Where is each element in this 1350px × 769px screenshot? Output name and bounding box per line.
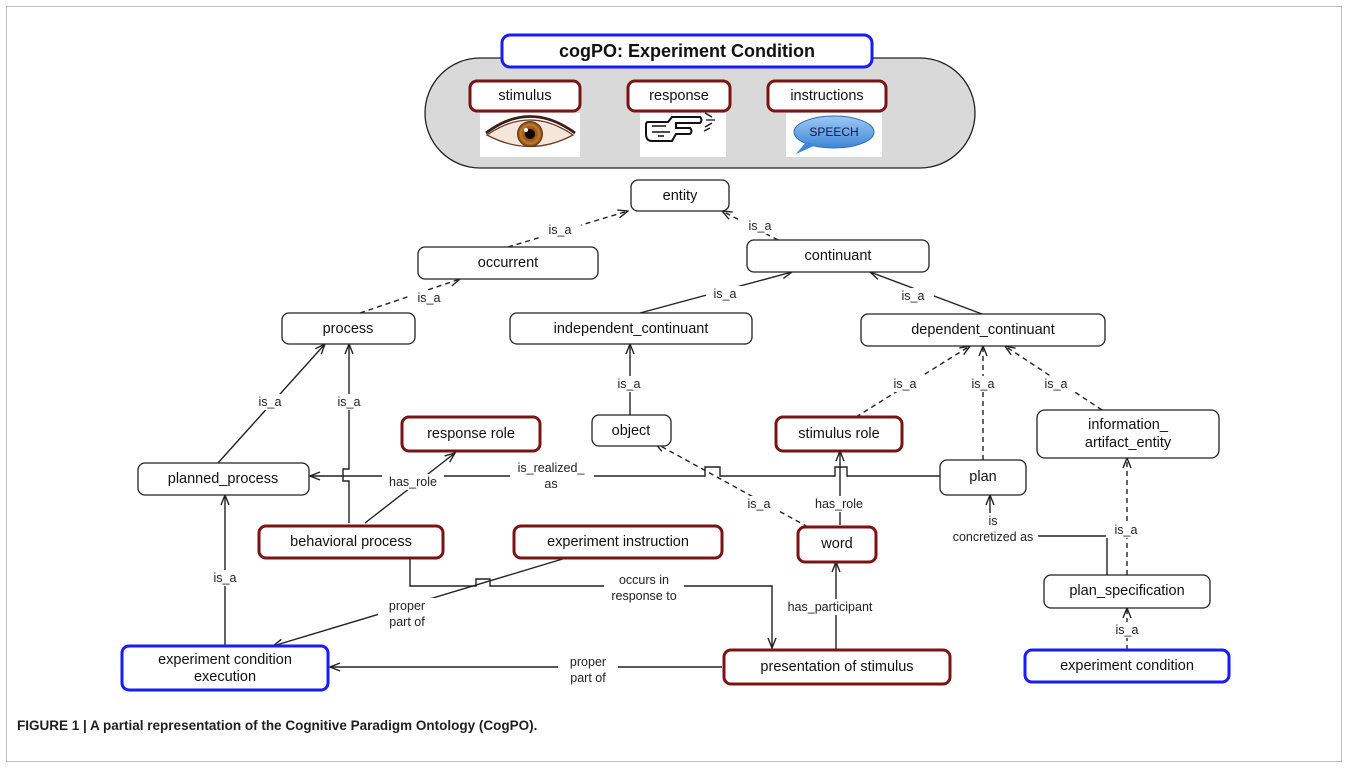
node-independent-continuant: independent_continuant: [509, 312, 753, 345]
node-label: word: [820, 536, 852, 552]
edge-label-is-concretized-as: is: [988, 514, 997, 528]
node-label: response role: [427, 426, 515, 442]
node-label: planned_process: [168, 471, 278, 487]
node-presentation-of-stimulus: presentation of stimulus: [722, 648, 952, 686]
node-label: object: [612, 423, 651, 439]
node-label: experiment instruction: [547, 534, 689, 550]
edge-label-is-a: is_a: [418, 291, 441, 305]
node-label: presentation of stimulus: [760, 659, 913, 675]
speech-bubble-icon: SPEECH: [786, 113, 882, 157]
node-label: entity: [663, 188, 698, 204]
node-plan: plan: [939, 459, 1027, 496]
edge-behavioral-process: [342, 344, 349, 523]
title-box: cogPO: Experiment Condition: [500, 33, 874, 69]
edge-label-proper-part-of: proper: [570, 655, 606, 669]
node-dependent-continuant: dependent_continuant: [860, 313, 1106, 347]
header-item-instructions: instructions SPEECH: [766, 79, 888, 157]
node-experiment-condition-execution: experiment condition execution: [120, 644, 330, 692]
edge-label-is-realized-as: is_realized_: [518, 461, 586, 475]
header-item-label: stimulus: [498, 88, 551, 104]
node-label: artifact_entity: [1085, 435, 1172, 451]
edge-label-is-a: is_a: [1045, 377, 1068, 391]
edge-label-is-a: is_a: [549, 223, 572, 237]
node-label: plan: [969, 469, 996, 485]
node-label: plan_specification: [1069, 583, 1184, 599]
pointing-hand-icon: [640, 112, 726, 157]
header-item-response: response: [626, 79, 732, 157]
node-response-role: response role: [400, 415, 542, 453]
speech-bubble-text: SPEECH: [809, 125, 858, 139]
edge-labels: is_a is_a is_a is_a is_a is_a is_a is_a …: [205, 218, 1147, 688]
node-label: behavioral process: [290, 534, 412, 550]
edge-label-is-a: is_a: [894, 377, 917, 391]
edge-label-is-a: is_a: [214, 571, 237, 585]
node-object: object: [591, 414, 672, 447]
edge-label-proper-part-of: part of: [389, 615, 425, 629]
node-label: independent_continuant: [554, 321, 709, 337]
node-label: experiment condition: [158, 652, 292, 668]
title-text: cogPO: Experiment Condition: [559, 41, 815, 61]
edge-label-has-role: has_role: [815, 497, 863, 511]
node-process: process: [281, 312, 416, 345]
edge-label-is-a: is_a: [1115, 523, 1138, 537]
node-entity: entity: [630, 179, 730, 212]
node-occurrent: occurrent: [417, 246, 599, 280]
edge-label-has-participant: has_participant: [788, 600, 873, 614]
node-stimulus-role: stimulus role: [774, 415, 904, 453]
header-item-label: instructions: [790, 88, 863, 104]
edge-label-occurs-in-response-to: occurs in: [619, 573, 669, 587]
edge-label-proper-part-of: part of: [570, 671, 606, 685]
edge-label-is-concretized-as: concretized as: [953, 530, 1034, 544]
edge-label-occurs-in-response-to: response to: [611, 589, 676, 603]
nodes: entity occurrent continuant process inde…: [120, 179, 1231, 692]
node-experiment-instruction: experiment instruction: [512, 524, 724, 560]
figure-frame: [6, 6, 1342, 762]
edge-label-proper-part-of: proper: [389, 599, 425, 613]
edge-label-is-realized-as: as: [544, 477, 557, 491]
edges: [217, 211, 1127, 667]
node-label: continuant: [805, 248, 872, 264]
edge-word-object: [655, 443, 809, 528]
edge-label-is-a: is_a: [338, 395, 361, 409]
edge-label-is-a: is_a: [714, 287, 737, 301]
node-label: execution: [194, 669, 256, 685]
edge-label-is-a: is_a: [259, 395, 282, 409]
edge-label-is-a: is_a: [902, 289, 925, 303]
edge-label-is-a: is_a: [618, 377, 641, 391]
edge-plan-plannedprocess: [310, 466, 940, 476]
node-label: occurrent: [478, 255, 538, 271]
edge-occurrent-entity: [507, 211, 628, 248]
eye-icon: [480, 113, 580, 157]
node-label: process: [323, 321, 374, 337]
node-continuant: continuant: [746, 239, 930, 273]
edge-label-is-a: is_a: [1116, 623, 1139, 637]
node-label: experiment condition: [1060, 658, 1194, 674]
node-label: stimulus role: [798, 426, 879, 442]
edge-label-is-a: is_a: [749, 219, 772, 233]
node-plan-specification: plan_specification: [1043, 574, 1211, 609]
node-label: dependent_continuant: [911, 322, 1055, 338]
edge-label-has-role: has_role: [389, 475, 437, 489]
node-label: information_: [1088, 417, 1169, 433]
node-information-artifact-entity: information_ artifact_entity: [1036, 409, 1220, 459]
node-behavioral-process: behavioral process: [257, 524, 445, 560]
node-experiment-condition: experiment condition: [1023, 648, 1231, 684]
edge-behavioral-presentation: [409, 558, 772, 648]
header-item-stimulus: stimulus: [468, 79, 582, 157]
edge-label-is-a: is_a: [748, 497, 771, 511]
node-word: word: [796, 525, 878, 564]
edge-label-is-a: is_a: [972, 377, 995, 391]
figure-caption: FIGURE 1 | A partial representation of t…: [17, 718, 538, 733]
node-planned-process: planned_process: [137, 462, 310, 496]
header-item-label: response: [649, 88, 709, 104]
